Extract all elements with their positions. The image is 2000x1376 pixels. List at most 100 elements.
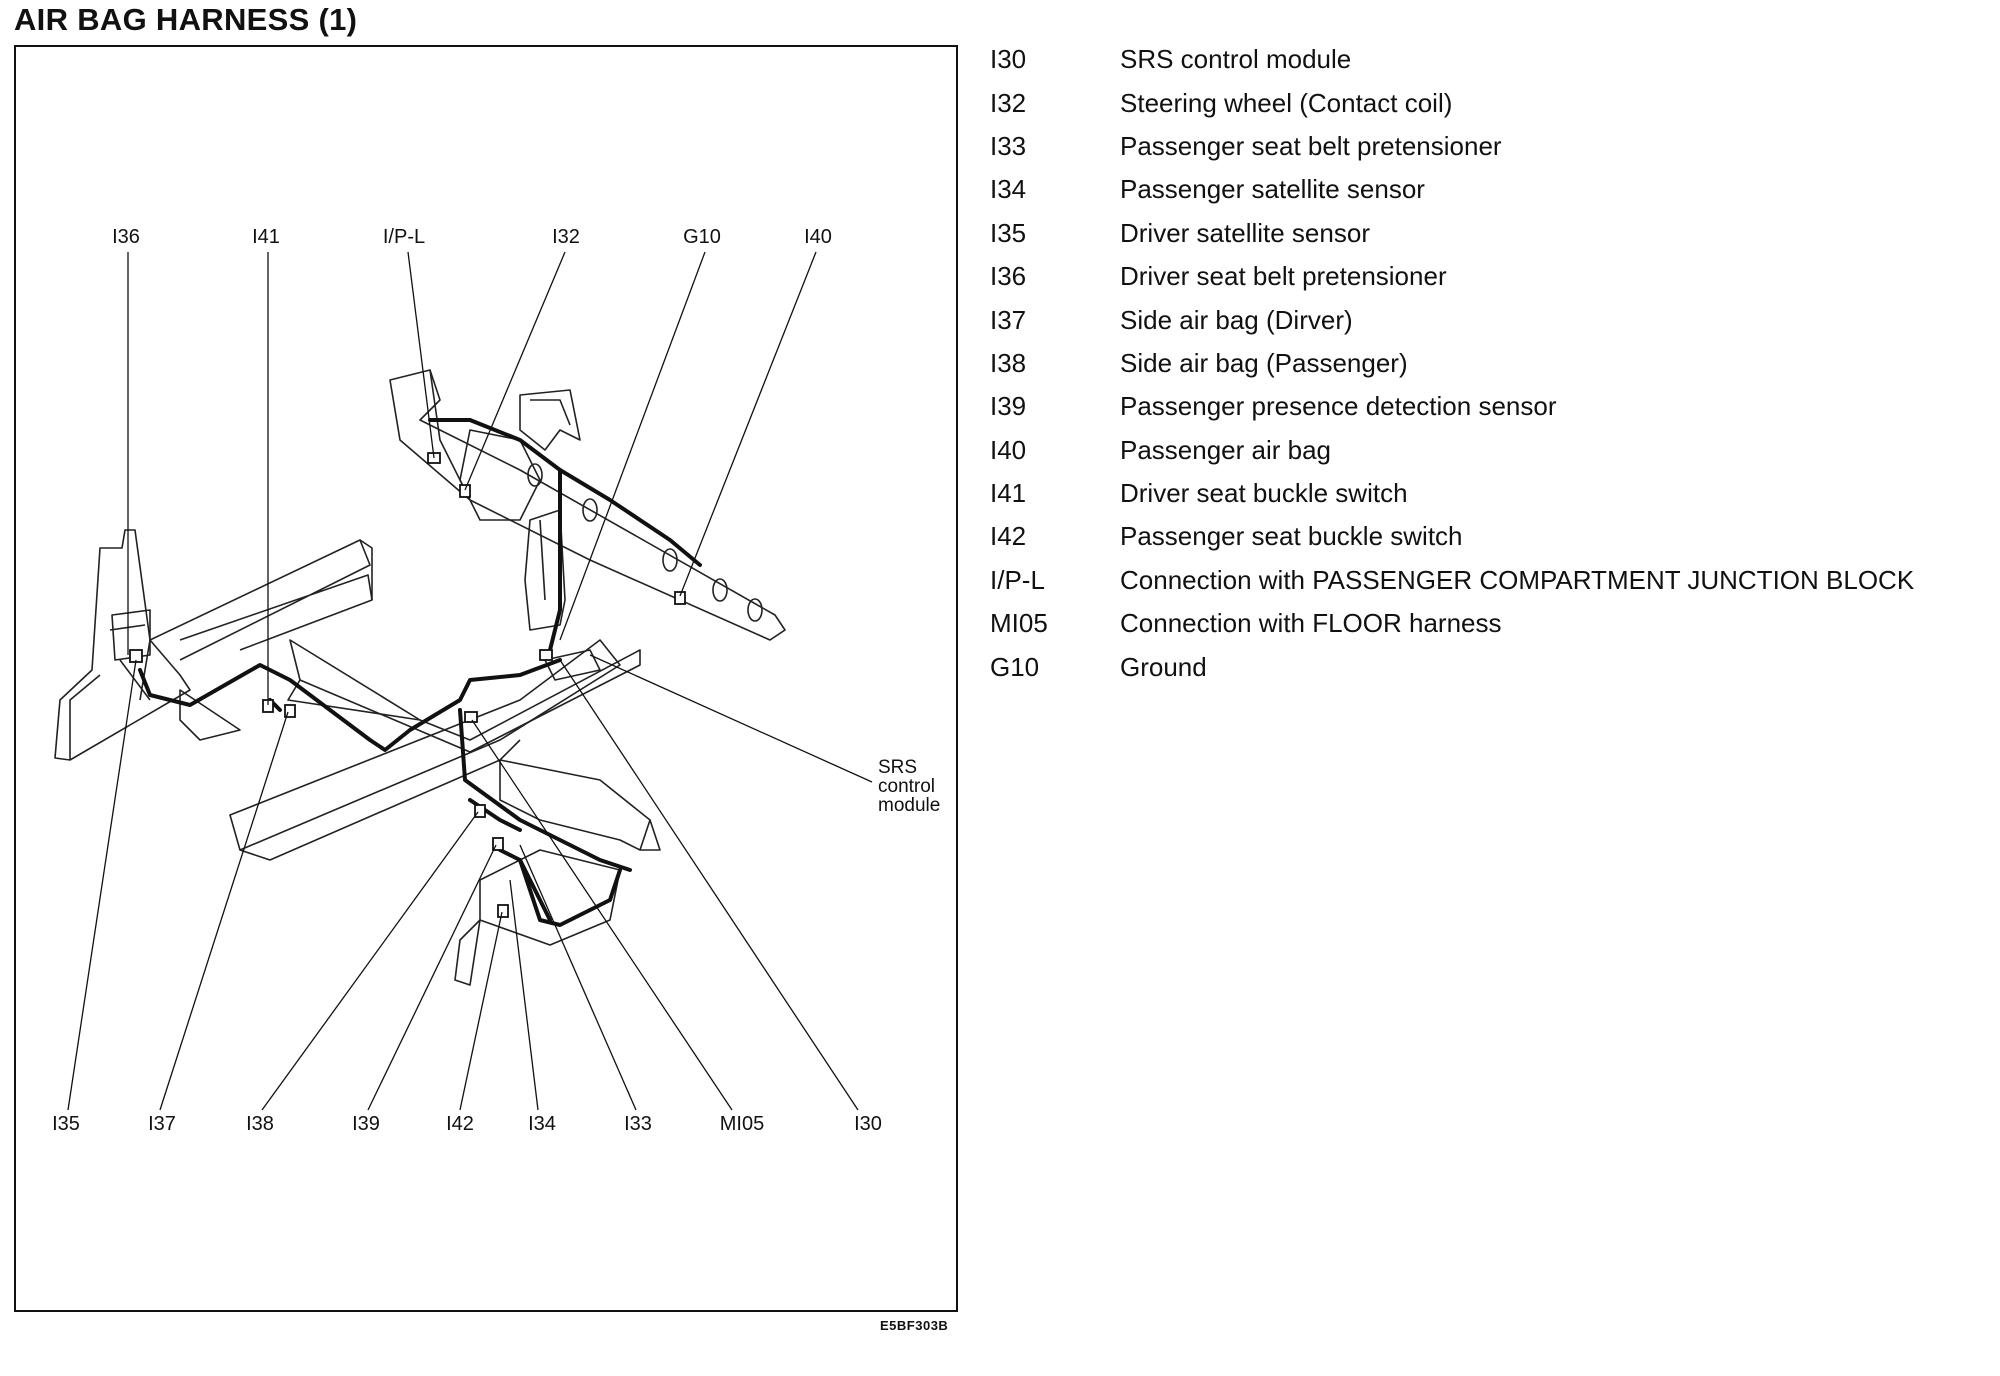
legend-row: I34 Passenger satellite sensor xyxy=(990,168,1990,211)
legend-row: I38 Side air bag (Passenger) xyxy=(990,342,1990,385)
srs-module-shape xyxy=(544,649,601,681)
legend-row: I42 Passenger seat buckle switch xyxy=(990,515,1990,558)
legend-id: I41 xyxy=(990,478,1027,509)
legend-id: G10 xyxy=(990,651,1040,682)
leader-I40 xyxy=(679,251,817,597)
callout-I33: I33 xyxy=(624,1113,652,1135)
srs-label-line3: module xyxy=(878,795,940,816)
legend-row: G10 Ground xyxy=(990,645,1990,688)
left-pillar xyxy=(54,529,191,761)
legend-id: I40 xyxy=(990,434,1027,465)
srs-label-line1: SRS xyxy=(878,757,917,778)
legend-row: I41 Driver seat buckle switch xyxy=(990,472,1990,515)
legend-row: I40 Passenger air bag xyxy=(990,429,1990,472)
legend-id: I32 xyxy=(990,87,1027,118)
legend-desc: Driver seat belt pretensioner xyxy=(1120,261,1447,292)
harness-floor xyxy=(458,708,632,872)
legend-id: I35 xyxy=(990,217,1027,248)
ip-beam xyxy=(389,369,786,641)
legend-row: I39 Passenger presence detection sensor xyxy=(990,385,1990,428)
leader-I32 xyxy=(464,251,566,491)
callout-I/P-L: I/P-L xyxy=(383,226,425,248)
callout-I40: I40 xyxy=(804,226,832,248)
leader-I33 xyxy=(519,844,637,1111)
legend-id: I34 xyxy=(990,174,1027,205)
connector-I32 xyxy=(459,484,471,498)
callout-I34: I34 xyxy=(528,1113,556,1135)
legend-row: I32 Steering wheel (Contact coil) xyxy=(990,81,1990,124)
leader-I30 xyxy=(559,659,859,1111)
legend-desc: Passenger satellite sensor xyxy=(1120,174,1425,205)
connector-I40 xyxy=(674,591,686,605)
legend-id: I37 xyxy=(990,304,1027,335)
legend-id: I39 xyxy=(990,391,1027,422)
callout-I37: I37 xyxy=(148,1113,176,1135)
legend-id: I42 xyxy=(990,521,1027,552)
floor-crossmember xyxy=(289,639,641,753)
leader-I34 xyxy=(509,879,539,1111)
legend-desc: Side air bag (Dirver) xyxy=(1120,304,1353,335)
srs-label-line2: control xyxy=(878,776,935,797)
leader-SRS xyxy=(589,654,873,783)
callout-I35: I35 xyxy=(52,1113,80,1135)
legend-desc: Passenger seat buckle switch xyxy=(1120,521,1463,552)
legend-row: I/P-L Connection with PASSENGER COMPARTME… xyxy=(990,559,1990,602)
figure-code: E5BF303B xyxy=(880,1318,949,1333)
legend-desc: Driver seat buckle switch xyxy=(1120,478,1408,509)
callout-I36: I36 xyxy=(112,226,140,248)
legend-row: I37 Side air bag (Dirver) xyxy=(990,298,1990,341)
callout-I42: I42 xyxy=(446,1113,474,1135)
legend-desc: Passenger seat belt pretensioner xyxy=(1120,130,1502,161)
legend-desc: Side air bag (Passenger) xyxy=(1120,347,1408,378)
connector-I39 xyxy=(492,837,504,851)
callout-MI05: MI05 xyxy=(720,1113,764,1135)
side-rail xyxy=(149,539,373,661)
legend-desc: Driver satellite sensor xyxy=(1120,217,1370,248)
legend-desc: Ground xyxy=(1120,651,1207,682)
connector-SRS xyxy=(539,649,553,661)
page-title: AIR BAG HARNESS (1) xyxy=(14,2,358,37)
legend-row: I36 Driver seat belt pretensioner xyxy=(990,255,1990,298)
legend-desc: Passenger air bag xyxy=(1120,434,1332,465)
connector-I38 xyxy=(474,804,486,818)
connector-I37 xyxy=(284,704,296,718)
leader-I35 xyxy=(67,659,137,1111)
right-floor-pan xyxy=(499,759,651,851)
callout-G10: G10 xyxy=(683,226,721,248)
passenger-footwell xyxy=(479,849,621,946)
callout-I39: I39 xyxy=(352,1113,380,1135)
leader-G10 xyxy=(559,251,706,641)
leader-I39 xyxy=(367,844,497,1111)
leader-I37 xyxy=(159,711,289,1111)
legend-id: I30 xyxy=(990,44,1027,75)
legend-id: I36 xyxy=(990,261,1027,292)
legend-id: I38 xyxy=(990,347,1027,378)
legend-desc: Connection with FLOOR harness xyxy=(1120,608,1502,639)
legend-row: I33 Passenger seat belt pretensioner xyxy=(990,125,1990,168)
harness-diagram: I36 I41 I/P-L I32 G10 I40 I35 I37 I38 I3… xyxy=(52,226,940,1135)
legend-desc: Steering wheel (Contact coil) xyxy=(1120,87,1453,118)
leader-I/P-L xyxy=(407,251,435,459)
diagram-frame xyxy=(14,45,958,1312)
legend-row: MI05 Connection with FLOOR harness xyxy=(990,602,1990,645)
callout-I38: I38 xyxy=(246,1113,274,1135)
legend-desc: Passenger presence detection sensor xyxy=(1120,391,1557,422)
legend-id: I33 xyxy=(990,130,1027,161)
legend-id: I/P-L xyxy=(990,564,1045,595)
harness-main xyxy=(138,658,562,752)
legend-id: MI05 xyxy=(990,608,1048,639)
connector-MI05 xyxy=(464,711,478,723)
connector-I42 xyxy=(497,904,509,918)
harness-ip xyxy=(468,418,702,567)
legend-desc: Connection with PASSENGER COMPARTMENT JU… xyxy=(1120,564,1915,595)
floor-tunnel xyxy=(229,639,621,851)
callout-I30: I30 xyxy=(854,1113,882,1135)
leader-I42 xyxy=(459,911,503,1111)
leader-MI05 xyxy=(471,719,733,1111)
callout-I32: I32 xyxy=(552,226,580,248)
callout-I41: I41 xyxy=(252,226,280,248)
legend-row: I35 Driver satellite sensor xyxy=(990,212,1990,255)
leader-I38 xyxy=(261,811,479,1111)
